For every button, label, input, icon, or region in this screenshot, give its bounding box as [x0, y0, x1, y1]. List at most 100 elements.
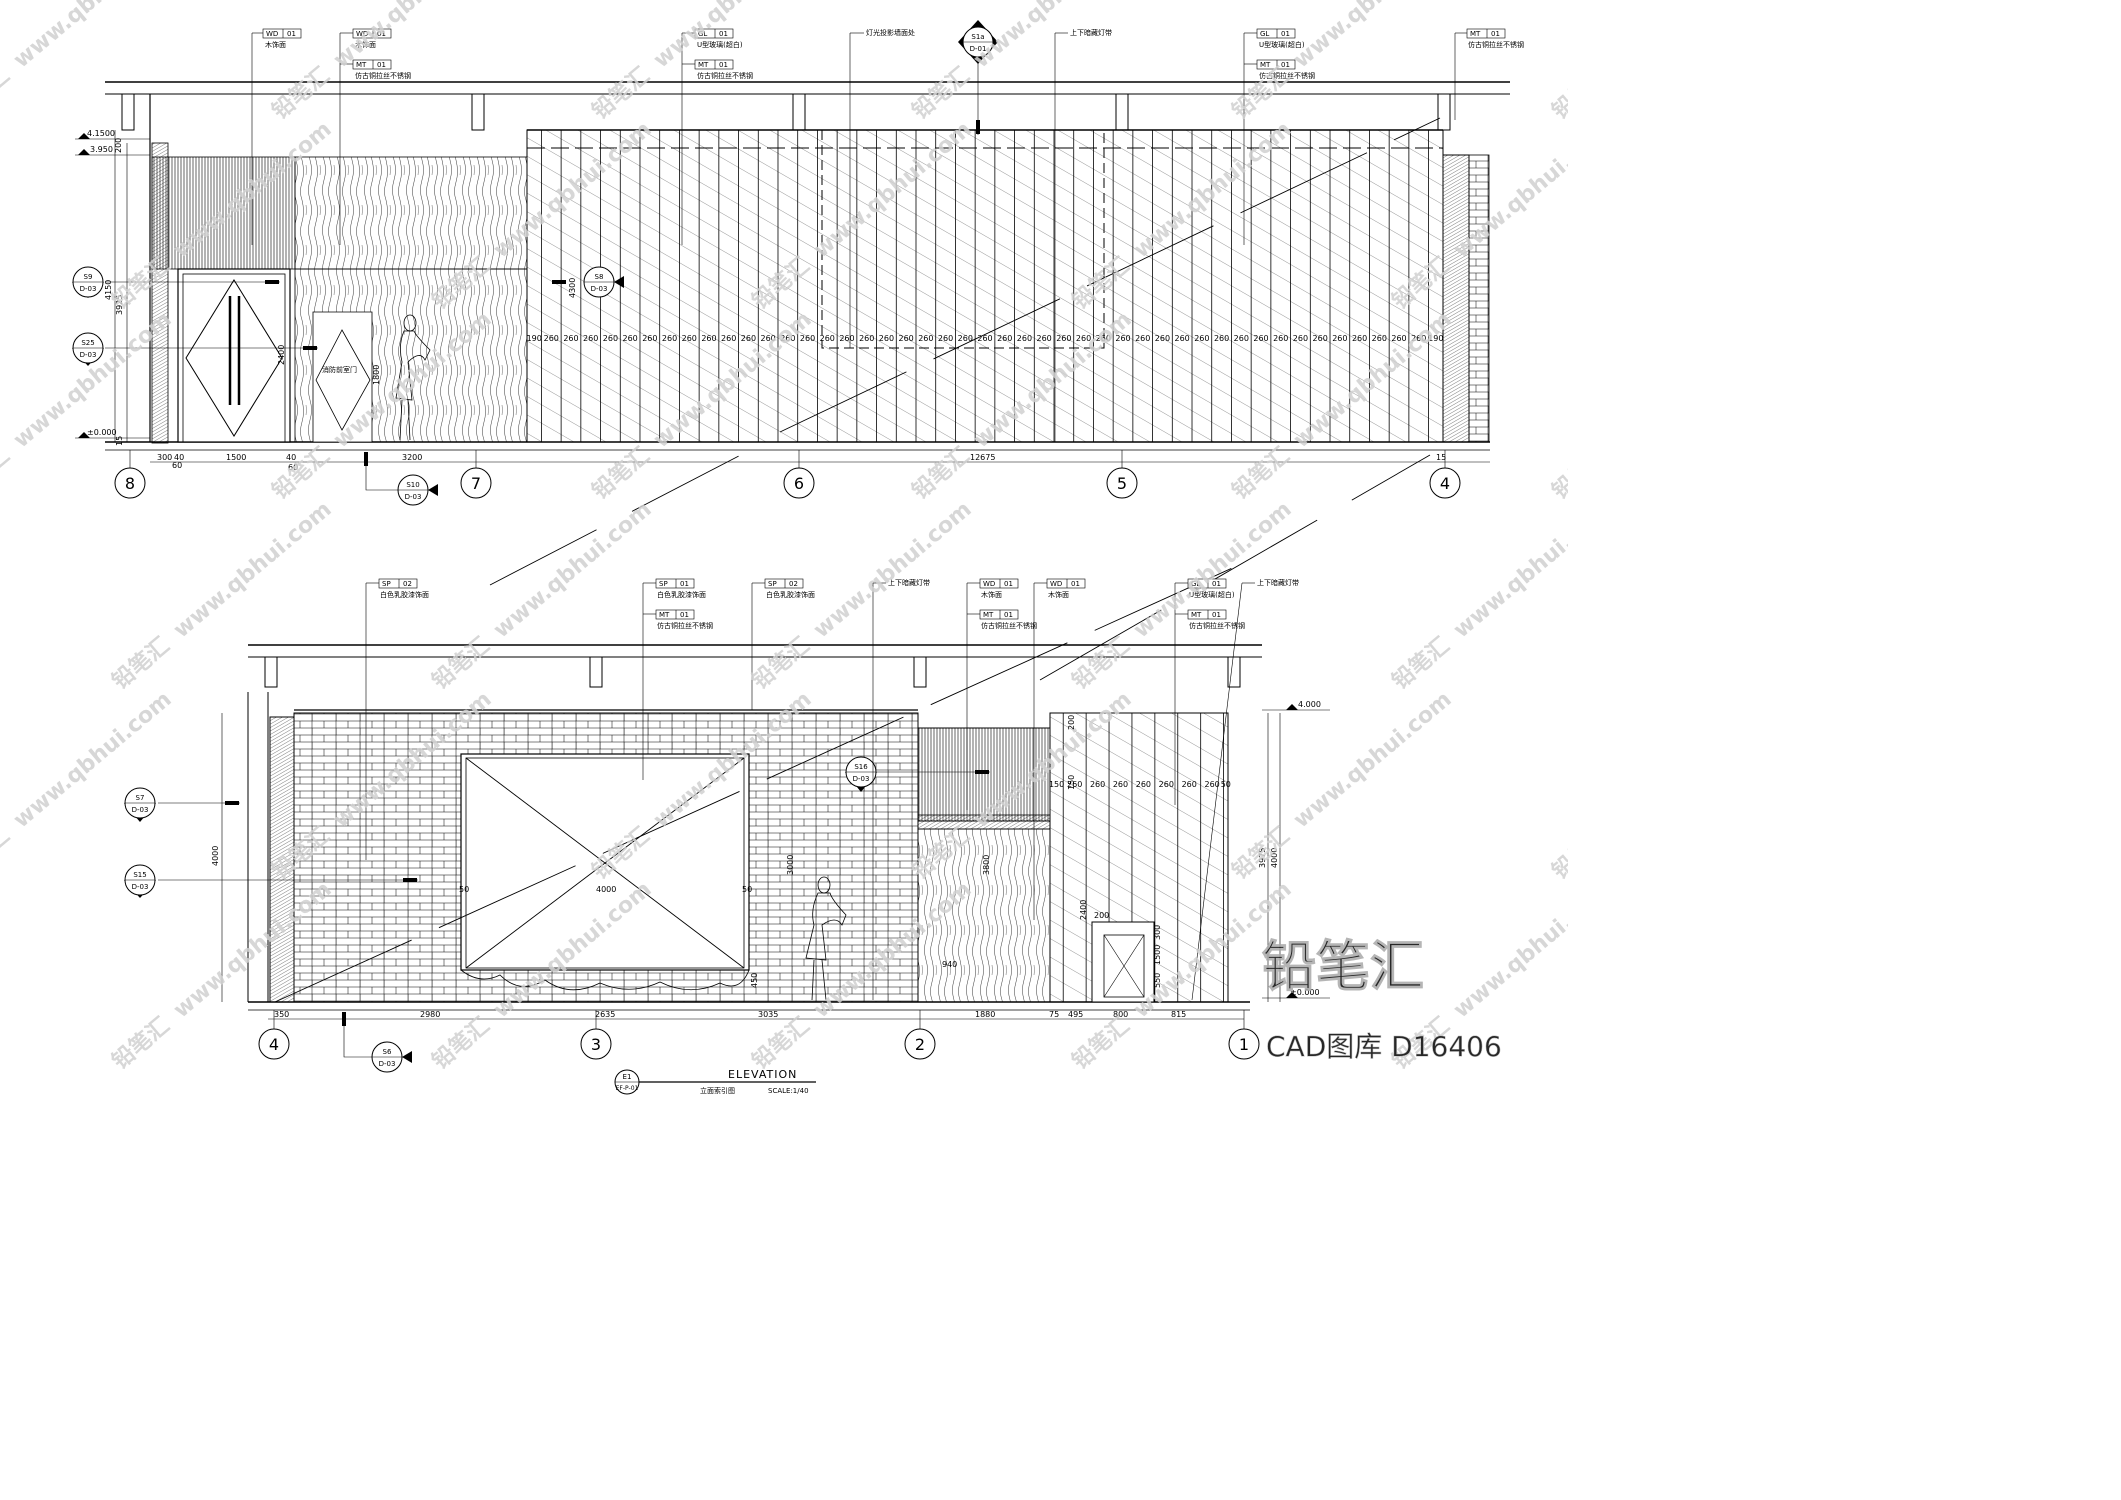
panel-spacing-label: 260 — [682, 334, 697, 343]
grid-bubble: 1 — [1228, 1010, 1260, 1060]
lower-level-marks: 4.000 ±0.000 — [1262, 700, 1330, 999]
section-marker-s1a[interactable]: S1a D-01 — [958, 20, 998, 135]
svg-text:01: 01 — [1004, 580, 1013, 588]
panel-spacing-label: 260 — [760, 334, 775, 343]
svg-text:www.qbhui.com: www.qbhui.com — [489, 497, 657, 643]
panel-spacing-label: 260 — [1411, 334, 1426, 343]
svg-text:MT: MT — [983, 611, 994, 619]
svg-text:U型玻璃(超白): U型玻璃(超白) — [697, 40, 743, 49]
title-block: E1 EF-P-01 ELEVATION 立面索引图 SCALE:1/40 — [614, 1068, 816, 1095]
horizontal-dim: 60 — [172, 461, 182, 470]
lower-material-tags: SP 02 白色乳胶漆饰面 SP 01 白色乳胶漆饰面 MT 01 仿古铜拉丝不… — [365, 578, 1245, 920]
svg-text:铅笔汇: 铅笔汇 — [267, 62, 334, 124]
svg-text:WD: WD — [266, 30, 278, 38]
panel-spacing-label: 260 — [1372, 334, 1387, 343]
lower-vertical-dims: 4000 3000 3800 2400 3975 4000 150 450 20… — [211, 715, 1279, 988]
material-tag[interactable]: SP 01 白色乳胶漆饰面 — [642, 578, 706, 780]
panel-spacing-label: 50 — [1221, 780, 1231, 789]
svg-text:铅笔汇: 铅笔汇 — [1227, 442, 1294, 504]
panel-spacing-label: 260 — [622, 334, 637, 343]
horizontal-dim: 4000 — [596, 885, 616, 894]
section-marker-s6[interactable]: S6 D-03 — [342, 1012, 412, 1073]
vertical-dim: 200 — [1094, 911, 1109, 920]
material-tag[interactable]: GL 01 U型玻璃(超白) — [1174, 578, 1235, 805]
svg-text:GL: GL — [1260, 30, 1269, 38]
svg-text:WD: WD — [983, 580, 995, 588]
svg-text:铅笔汇: 铅笔汇 — [0, 822, 14, 884]
section-marker-s16[interactable]: S16 D-03 — [845, 756, 990, 792]
svg-text:S6: S6 — [383, 1048, 392, 1056]
section-marker-s15[interactable]: S15 D-03 — [124, 864, 418, 898]
watermark-logo: 铅笔汇 — [1262, 935, 1424, 998]
material-tag[interactable]: GL 01 U型玻璃(超白) — [1243, 28, 1305, 245]
material-tag[interactable]: GL 01 U型玻璃(超白) — [681, 28, 743, 245]
material-tag[interactable]: MT 01 仿古铜拉丝不锈钢 — [1244, 59, 1315, 80]
svg-text:D-03: D-03 — [591, 285, 608, 293]
cad-drawing-sheet: 4.1500 3.950 ±0.000 200 3925 4150 2400 1… — [0, 0, 1568, 1095]
svg-text:01: 01 — [287, 30, 296, 38]
horizontal-dim: 50 — [459, 885, 469, 894]
panel-spacing-label: 260 — [642, 334, 657, 343]
horizontal-dim: 40 — [286, 453, 296, 462]
material-tag[interactable]: MT 01 仿古铜拉丝不锈钢 — [340, 59, 411, 80]
material-tag[interactable]: WD 01 木饰面 — [1033, 578, 1086, 920]
vertical-dim: 450 — [750, 973, 759, 988]
drawing-title: ELEVATION — [728, 1068, 797, 1081]
material-tag[interactable]: MT 01 仿古铜拉丝不锈钢 — [1175, 609, 1245, 630]
svg-text:MT: MT — [659, 611, 670, 619]
note-text: 上下暗藏灯带 — [1070, 28, 1112, 37]
svg-text:MT: MT — [1260, 61, 1271, 69]
upper-vertical-dims: 200 3925 4150 2400 1800 4300 15 — [104, 138, 577, 446]
svg-text:5: 5 — [1117, 474, 1127, 493]
svg-text:MT: MT — [1470, 30, 1481, 38]
svg-text:1: 1 — [1239, 1035, 1249, 1054]
svg-text:WD: WD — [1050, 580, 1062, 588]
svg-text:01: 01 — [680, 611, 689, 619]
material-tag[interactable]: WD 01 木饰面 — [251, 28, 302, 245]
vertical-dim: 3000 — [786, 855, 795, 875]
section-marker-s9[interactable]: S9 D-03 — [72, 266, 280, 298]
svg-text:S9: S9 — [84, 273, 93, 281]
material-tag[interactable]: MT 01 仿古铜拉丝不锈钢 — [967, 609, 1037, 630]
svg-text:4: 4 — [1440, 474, 1450, 493]
grid-bubble: 4 — [1429, 450, 1461, 499]
section-marker-s8[interactable]: S8 D-03 — [552, 266, 624, 298]
section-marker-s10[interactable]: S10 D-03 — [364, 452, 438, 506]
panel-spacing-label: 260 — [1352, 334, 1367, 343]
section-marker-s7[interactable]: S7 D-03 — [124, 787, 240, 822]
svg-text:01: 01 — [1004, 611, 1013, 619]
panel-spacing-label: 260 — [820, 334, 835, 343]
horizontal-dim: 1880 — [975, 1010, 995, 1019]
panel-spacing-label: 260 — [780, 334, 795, 343]
vertical-dim: 2400 — [277, 345, 286, 365]
material-tag[interactable]: SP 02 白色乳胶漆饰面 — [751, 578, 815, 710]
material-tag[interactable]: SP 02 白色乳胶漆饰面 — [365, 578, 429, 860]
svg-text:D-03: D-03 — [132, 806, 149, 814]
svg-text:铅笔汇: 铅笔汇 — [107, 632, 174, 694]
panel-spacing-label: 260 — [1037, 334, 1052, 343]
svg-text:仿古铜拉丝不锈钢: 仿古铜拉丝不锈钢 — [657, 621, 713, 630]
note-text: 上下暗藏灯带 — [888, 578, 930, 587]
material-tag[interactable]: MT 01 仿古铜拉丝不锈钢 — [1454, 28, 1524, 120]
material-tag[interactable]: MT 01 仿古铜拉丝不锈钢 — [682, 59, 753, 80]
material-tag[interactable]: MT 01 仿古铜拉丝不锈钢 — [643, 609, 713, 630]
panel-spacing-label: 260 — [1136, 780, 1151, 789]
svg-text:木饰面: 木饰面 — [265, 40, 286, 49]
material-tag[interactable]: WD 01 木饰面 — [966, 578, 1019, 810]
svg-text:铅笔汇: 铅笔汇 — [747, 1012, 814, 1074]
panel-spacing-label: 260 — [879, 334, 894, 343]
grid-bubble: 8 — [114, 450, 146, 499]
section-marker-s25[interactable]: S25 D-03 — [72, 332, 318, 366]
panel-spacing-label: 260 — [741, 334, 756, 343]
vertical-dim: 15 — [115, 436, 124, 446]
title-ref-top: E1 — [623, 1073, 632, 1081]
svg-text:铅笔汇: 铅笔汇 — [1387, 632, 1454, 694]
svg-text:D-03: D-03 — [80, 285, 97, 293]
material-tag[interactable]: WD 01 木饰面 — [339, 28, 392, 245]
upper-grid-bubbles: 8 7 6 5 4 — [114, 450, 1461, 499]
svg-text:01: 01 — [1281, 30, 1290, 38]
svg-text:SP: SP — [659, 580, 668, 588]
